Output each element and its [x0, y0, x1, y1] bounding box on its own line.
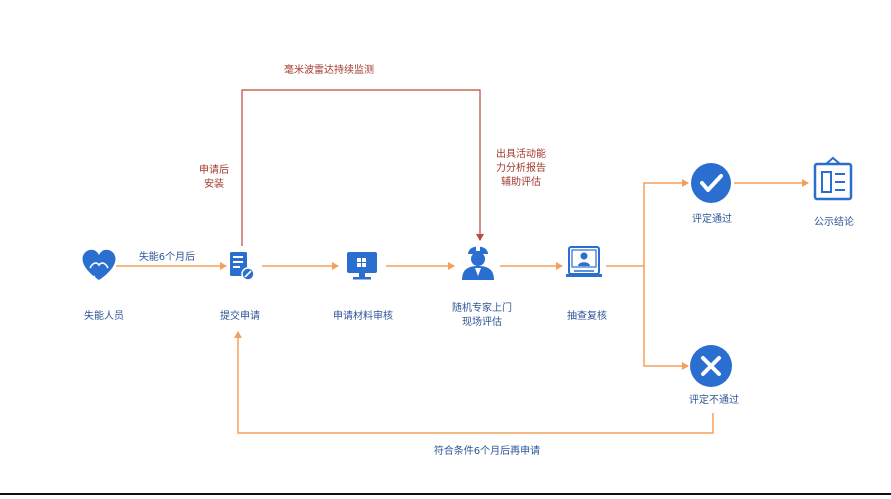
- check-circle-icon: [691, 163, 731, 203]
- heart-hands-icon: [82, 249, 116, 281]
- edge-branch-to-passed: [643, 179, 689, 266]
- node-label-announce: 公示结论: [814, 217, 854, 228]
- bottom-divider: [0, 493, 891, 495]
- edge-label-install-line2: 安装: [204, 179, 224, 190]
- document-edit-icon: [230, 252, 255, 281]
- edge-label-install-line1: 申请后: [199, 165, 229, 176]
- node-label-material-review: 申请材料审核: [333, 311, 393, 322]
- x-circle-icon: [690, 345, 732, 387]
- edge-label-reapply: 符合条件6个月后再申请: [433, 446, 541, 457]
- edge-label-report-line2: 力分析报告: [496, 163, 546, 174]
- edge-branch-to-failed: [643, 266, 689, 370]
- edge-label-report-line1: 出具活动能: [496, 149, 546, 160]
- node-label-passed: 评定通过: [692, 214, 732, 225]
- notice-board-icon: [813, 156, 853, 201]
- edge-label-six-months-after: 失能6个月后: [138, 252, 196, 263]
- node-label-submit-application: 提交申请: [220, 311, 260, 322]
- edge-label-radar-monitoring: 毫米波雷达持续监测: [284, 65, 374, 76]
- computer-user-icon: [566, 246, 602, 277]
- edge-failed-reapply: [234, 331, 714, 434]
- doctor-icon: [462, 246, 494, 280]
- node-label-expert-line1: 随机专家上门: [452, 303, 512, 314]
- node-label-expert-line2: 现场评估: [462, 317, 502, 328]
- node-label-failed: 评定不通过: [689, 395, 739, 406]
- node-label-spot-check: 抽查复核: [567, 311, 607, 322]
- monitor-icon: [347, 252, 377, 280]
- node-label-disabled-person: 失能人员: [84, 311, 124, 322]
- edge-radar-monitoring: [241, 89, 484, 246]
- edge-label-report-line3: 辅助评估: [501, 177, 541, 188]
